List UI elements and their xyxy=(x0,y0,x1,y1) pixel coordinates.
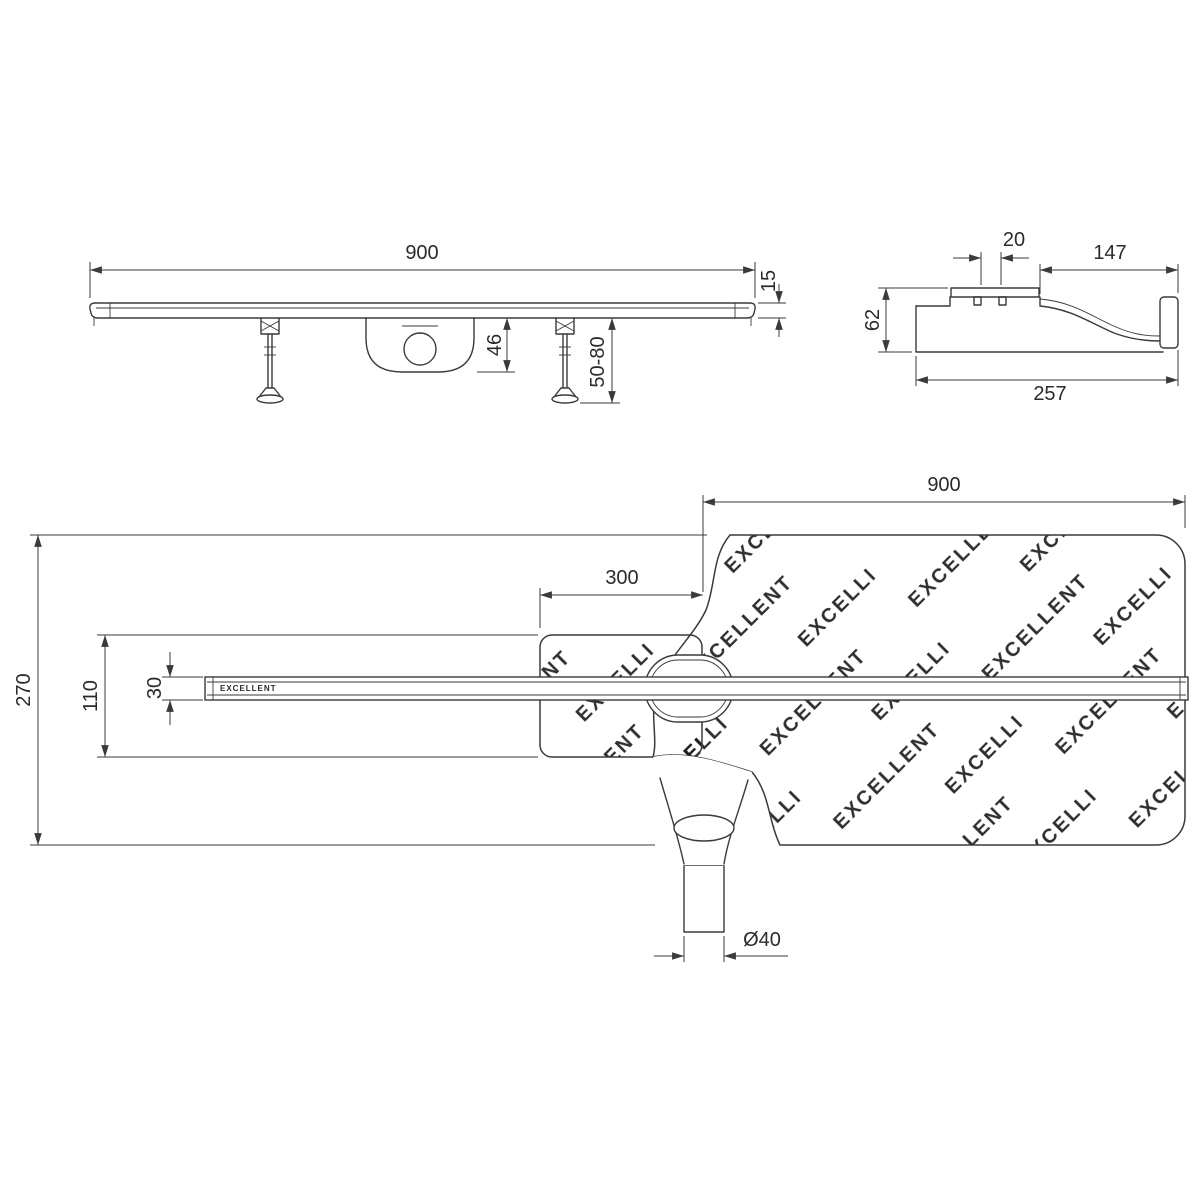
dim-label-grate-slot: 20 xyxy=(1003,229,1025,251)
dim-total-height: 62 xyxy=(862,287,948,353)
front-elevation-view: 900 15 46 50-80 xyxy=(89,242,786,404)
profile-end-flange xyxy=(1159,296,1179,349)
dim-label-trap-depth: 46 xyxy=(484,334,506,356)
dim-label-outlet-diameter: Ø40 xyxy=(743,929,781,951)
dim-label-foot-range: 50-80 xyxy=(587,336,609,387)
left-leg-assembly xyxy=(256,317,284,404)
dim-label-front-length: 900 xyxy=(405,242,438,264)
brand-logo-text: EXCELLENT xyxy=(220,684,277,693)
dim-label-channel-width: 30 xyxy=(144,677,166,699)
right-leg-assembly xyxy=(551,317,579,404)
dim-label-plan-membrane-width: 270 xyxy=(13,673,35,706)
plan-view: EXCELLENT 900 300 270 110 xyxy=(13,474,1189,962)
dim-channel-width: 30 xyxy=(144,652,203,725)
trap-outlet-circle xyxy=(403,332,437,366)
dim-plan-membrane-width: 270 xyxy=(13,534,707,846)
side-profile-view: 20 147 62 257 xyxy=(862,229,1179,405)
dim-trap-depth: 46 xyxy=(477,318,515,373)
dim-front-height: 15 xyxy=(758,270,786,337)
dim-outlet-diameter: Ø40 xyxy=(654,929,788,962)
dim-body-length: 147 xyxy=(1039,242,1179,294)
dim-label-total-height: 62 xyxy=(862,309,884,331)
grate-foot xyxy=(998,296,1007,306)
drain-channel-strip: EXCELLENT xyxy=(204,676,1189,701)
dim-total-length: 257 xyxy=(915,350,1179,405)
dim-plan-side-width: 300 xyxy=(539,567,703,628)
dim-label-plan-strip-width: 110 xyxy=(80,680,102,712)
dim-foot-range: 50-80 xyxy=(580,318,620,404)
dim-label-plan-side-width: 300 xyxy=(605,567,638,589)
outlet-mouth xyxy=(673,814,735,842)
dim-label-total-length: 257 xyxy=(1033,383,1066,405)
dim-label-front-height: 15 xyxy=(758,270,780,292)
dim-front-length: 900 xyxy=(89,242,756,298)
dim-label-plan-membrane-length: 900 xyxy=(927,474,960,496)
profile-body xyxy=(915,287,1179,353)
drain-outlet-funnel xyxy=(653,754,752,933)
profile-grate xyxy=(950,287,1040,298)
dim-plan-membrane-length: 900 xyxy=(702,474,1186,592)
grate-foot xyxy=(973,296,982,306)
dim-plan-strip-width: 110 xyxy=(80,634,538,758)
dim-label-body-length: 147 xyxy=(1093,242,1126,264)
dim-grate-slot: 20 xyxy=(953,229,1029,285)
siphon-trap xyxy=(365,317,475,373)
channel-body xyxy=(89,302,756,326)
outlet-pipe xyxy=(683,866,725,933)
